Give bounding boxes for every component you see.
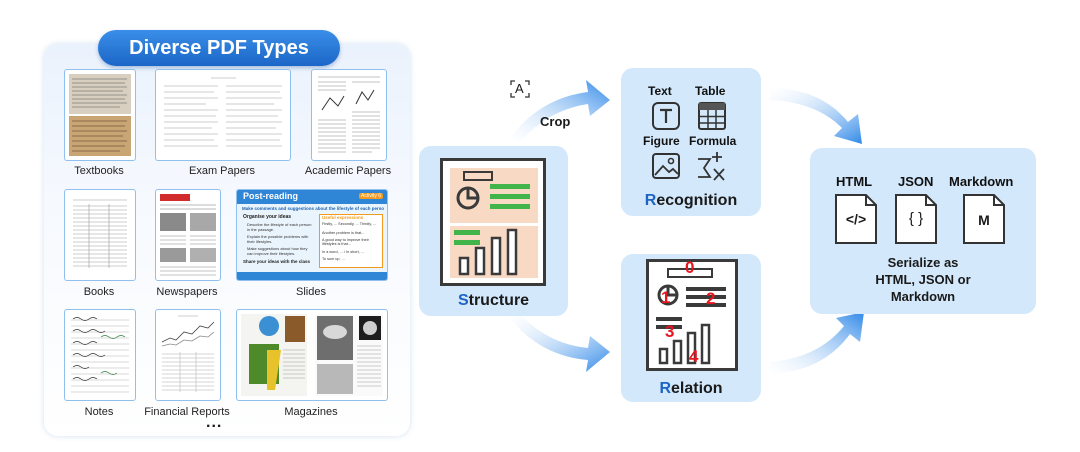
slide-box-line: Firstly, ... Secondly, ... Thirdly, ... [322,222,377,226]
thumb-label: Magazines [284,406,338,418]
formula-icon [698,152,725,181]
magazines-thumbnail [236,309,388,401]
relation-order-4: 4 [689,347,699,366]
slide-badge: Activity 6 [358,193,383,199]
newspapers-thumbnail [155,189,221,281]
notes-thumbnail [64,309,136,401]
relation-order-1: 1 [661,288,671,307]
slide-step2: Share your ideas with the class [243,259,311,264]
formula-label: Formula [689,134,737,148]
serialize-caption-line3: Markdown [890,289,956,304]
text-label: Text [648,84,672,98]
structure-caption: Structure [457,292,530,309]
relation-order-2: 2 [706,289,716,308]
thumb-label: Books [83,286,115,298]
pdf-types-title: Diverse PDF Types [98,30,340,66]
slide-bullet: Make suggestions about how they can impr… [247,246,308,256]
structure-page-icon [440,158,546,286]
slides-thumbnail: Post-reading Activity 6 Make comments an… [236,189,388,281]
html-label: HTML [836,174,873,189]
arrow-to-serialize-bottom [770,312,864,374]
crop-icon-letter: A [515,81,524,96]
figure-icon [652,153,680,179]
thumb-label: Textbooks [74,165,124,177]
relation-order-3: 3 [665,322,675,341]
slide-bullet: Explain the possible problems with their… [247,234,309,244]
exam-papers-thumbnail [155,69,291,161]
slide-subheading: Make comments and suggestions about the … [242,206,384,211]
slide-box-line: In a word, ... / In short, ... [322,250,364,254]
slide-heading: Post-reading [243,191,299,201]
relation-page-icon [646,259,738,371]
books-thumbnail [64,189,136,281]
json-icon-glyph: { } [908,210,924,227]
serialize-caption-line2: HTML, JSON or [875,272,971,287]
slide-box-line: To sum up, ... [322,257,345,261]
slide-box-line: Another problem is that... [322,231,365,235]
recognition-box [621,68,761,216]
figure-label: Figure [643,134,680,148]
slide-step1: Organise your ideas [243,214,292,220]
slide-box-line: A good way to improve their lifestyles i… [322,238,369,246]
thumb-label: Exam Papers [188,165,256,177]
arrow-to-recognition [510,80,610,142]
json-label: JSON [898,174,934,189]
serialize-caption-line1: Serialize as [887,255,959,270]
html-file-icon [835,194,877,244]
relation-order-0: 0 [685,258,695,277]
slide-box-title: Useful expressions [322,215,364,220]
arrow-to-relation [510,314,610,372]
table-icon [698,102,726,130]
slide-bullet: Describe the lifestyle of each person in… [247,222,312,232]
thumb-label: Notes [84,406,114,418]
thumb-label: Slides [296,286,326,298]
html-icon-glyph: </> [845,211,867,227]
markdown-file-icon [963,194,1005,244]
arrow-to-serialize-top [770,88,862,144]
table-label: Table [695,84,726,98]
textbooks-thumbnail [64,69,136,161]
text-icon [652,102,680,130]
academic-papers-thumbnail [311,69,387,161]
thumb-label: Newspapers [156,286,218,298]
crop-icon: A [510,80,530,98]
more-types-ellipsis: ... [206,414,223,431]
relation-caption: Relation [659,380,723,397]
thumb-label: Financial Reports [144,406,230,418]
crop-label: Crop [540,114,571,129]
thumb-label: Academic Papers [304,165,392,177]
recognition-caption: Recognition [644,192,738,209]
markdown-icon-glyph: M [978,212,990,228]
financial-reports-thumbnail [155,309,221,401]
json-file-icon [895,194,937,244]
markdown-label: Markdown [949,174,1014,189]
